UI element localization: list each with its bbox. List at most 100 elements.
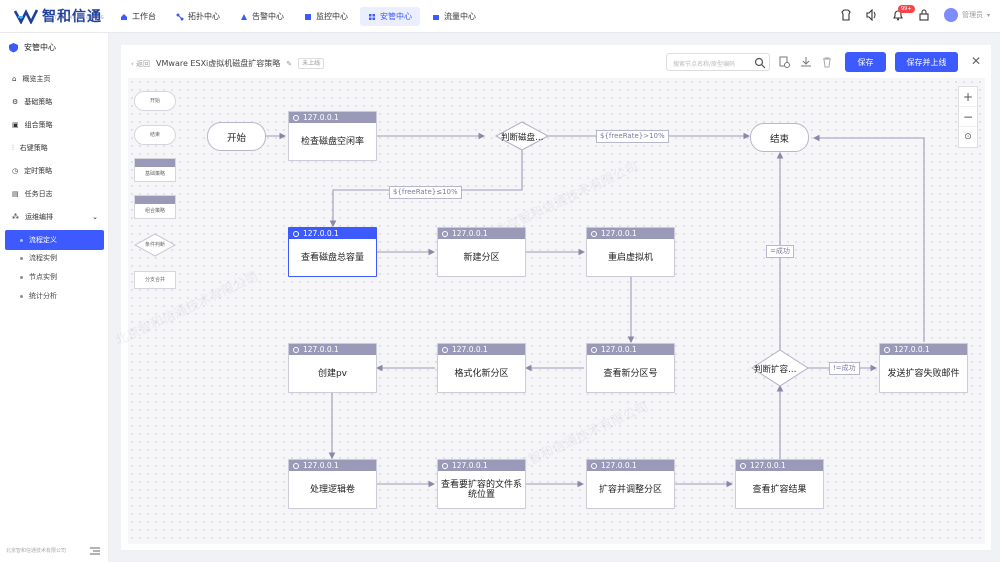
node-host: 127.0.0.1 bbox=[601, 229, 637, 238]
sidebar-subitem-node[interactable]: 节点实例 bbox=[0, 267, 108, 287]
palette-start[interactable]: 开始 bbox=[134, 91, 176, 111]
back-link[interactable]: ‹ 返回 bbox=[131, 59, 151, 68]
combo-icon: ▣ bbox=[12, 121, 19, 129]
node-header: 127.0.0.1 bbox=[736, 460, 823, 471]
node-header: 127.0.0.1 bbox=[289, 344, 376, 355]
palette-end[interactable]: 结束 bbox=[134, 125, 176, 145]
palette-basic[interactable]: 基础策略 bbox=[134, 158, 176, 182]
edit-icon[interactable]: ✎ bbox=[286, 59, 293, 68]
sidebar-header: 安管中心 bbox=[8, 42, 56, 53]
nav-topology[interactable]: 拓扑中心 bbox=[168, 7, 228, 26]
main-nav: 工作台 拓扑中心 告警中心 监控中心 安管中心 流量中心 bbox=[112, 7, 484, 26]
sidebar-subitem-definition[interactable]: 流程定义 bbox=[5, 230, 104, 250]
nav-alarm[interactable]: 告警中心 bbox=[232, 7, 292, 26]
node-header: 127.0.0.1 bbox=[289, 112, 376, 123]
search-icon[interactable] bbox=[754, 57, 766, 69]
node-header: 127.0.0.1 bbox=[587, 460, 674, 471]
palette-combo[interactable]: 组合策略 bbox=[134, 195, 176, 219]
decision-shape[interactable] bbox=[751, 349, 809, 387]
volume-icon[interactable] bbox=[866, 9, 878, 21]
gear-icon bbox=[293, 462, 299, 469]
notification-badge: 99+ bbox=[897, 5, 915, 13]
traffic-icon bbox=[433, 14, 439, 20]
node-host: 127.0.0.1 bbox=[303, 345, 339, 354]
fit-view-icon[interactable]: ⊙ bbox=[964, 132, 972, 142]
delete-icon[interactable] bbox=[821, 56, 833, 68]
user-menu[interactable]: 管理员 ▾ bbox=[943, 8, 990, 22]
nav-label: 工作台 bbox=[132, 12, 156, 21]
zoom-out-icon[interactable]: − bbox=[959, 107, 977, 127]
node-host: 127.0.0.1 bbox=[750, 461, 786, 470]
logo[interactable]: 智和信通 bbox=[14, 6, 102, 26]
palette-cond-shape[interactable] bbox=[134, 233, 176, 257]
node-label: 发送扩容失败邮件 bbox=[887, 368, 960, 379]
sidebar-item-combo[interactable]: ▣组合策略 bbox=[0, 115, 108, 135]
shirt-icon[interactable] bbox=[840, 9, 852, 21]
sidebar-subitem-stats[interactable]: 统计分析 bbox=[0, 286, 108, 306]
node-host: 127.0.0.1 bbox=[303, 229, 339, 238]
log-icon: ▤ bbox=[12, 190, 19, 198]
collapse-icon[interactable] bbox=[90, 547, 100, 555]
status-badge: 未上线 bbox=[298, 58, 325, 69]
zoom-in-icon[interactable]: + bbox=[959, 87, 977, 107]
nav-label: 流量中心 bbox=[444, 12, 476, 21]
palette-head bbox=[135, 159, 175, 167]
node-host: 127.0.0.1 bbox=[452, 345, 488, 354]
sidebar-item-log[interactable]: ▤任务日志 bbox=[0, 184, 108, 204]
sidebar-item-timer[interactable]: ◷定时策略 bbox=[0, 161, 108, 181]
editor-card: ‹ 返回 VMware ESXi虚拟机磁盘扩容策略 ✎ 未上线 搜索节点名称/原… bbox=[113, 45, 991, 550]
flow-node[interactable]: 127.0.0.1 发送扩容失败邮件 bbox=[879, 343, 968, 393]
sidebar-item-label: 基础策略 bbox=[24, 98, 53, 106]
bullet-icon bbox=[20, 256, 23, 260]
zoom-controls: + − ⊙ bbox=[958, 86, 978, 148]
bell-button[interactable]: 99+ bbox=[892, 5, 915, 21]
gear-icon bbox=[591, 346, 597, 353]
nav-traffic[interactable]: 流量中心 bbox=[424, 7, 484, 26]
node-host: 127.0.0.1 bbox=[894, 345, 930, 354]
decision-shape[interactable] bbox=[494, 121, 550, 151]
node-palette: 开始 结束 基础策略 组合策略 条件判断 分支合并 bbox=[128, 78, 186, 544]
sidebar-item-workflow[interactable]: ⁂运维编排⌄ bbox=[0, 207, 108, 227]
home-icon bbox=[121, 13, 127, 20]
flow-node[interactable]: 127.0.0.1 重启虚拟机 bbox=[586, 227, 675, 277]
history-icon[interactable] bbox=[778, 56, 790, 68]
node-host: 127.0.0.1 bbox=[452, 229, 488, 238]
lock-icon[interactable] bbox=[918, 9, 930, 21]
sidebar-item-rightclick[interactable]: ⫶右键策略 bbox=[0, 138, 108, 158]
gear-icon bbox=[293, 230, 299, 237]
node-label: 重启虚拟机 bbox=[607, 252, 653, 263]
sidebar-subitem-instance[interactable]: 流程实例 bbox=[0, 248, 108, 268]
sidebar-item-label: 节点实例 bbox=[29, 273, 57, 281]
node-header: 127.0.0.1 bbox=[880, 344, 967, 355]
download-icon[interactable] bbox=[800, 56, 812, 68]
sidebar-title: 安管中心 bbox=[24, 43, 56, 52]
sidebar-item-basic[interactable]: ⚙基础策略 bbox=[0, 92, 108, 112]
nav-workbench[interactable]: 工作台 bbox=[112, 7, 164, 26]
start-node[interactable]: 开始 bbox=[207, 122, 266, 151]
header-tools: 99+ 管理员 ▾ bbox=[840, 5, 990, 22]
palette-merge[interactable]: 分支合并 bbox=[134, 271, 176, 289]
flow-canvas[interactable]: 北京智和信通技术有限公司 北京智和信通技术有限公司 北京智和信通技术有限公司 开… bbox=[113, 78, 985, 544]
brand-sub: SYSTEM MONITORING bbox=[44, 15, 105, 20]
save-publish-button[interactable]: 保存并上线 bbox=[895, 52, 958, 72]
sidebar-item-overview[interactable]: ⌂概览主页 bbox=[0, 69, 108, 89]
nav-label: 监控中心 bbox=[316, 12, 348, 21]
topology-icon bbox=[176, 13, 184, 20]
nav-monitor[interactable]: 监控中心 bbox=[296, 7, 356, 26]
close-icon[interactable]: ✕ bbox=[971, 54, 982, 68]
nav-security[interactable]: 安管中心 bbox=[360, 7, 420, 26]
search-input[interactable]: 搜索节点名称/原型编码 bbox=[666, 53, 770, 71]
nav-label: 安管中心 bbox=[380, 12, 412, 21]
end-node[interactable]: 结束 bbox=[750, 123, 809, 152]
save-button[interactable]: 保存 bbox=[845, 52, 886, 72]
